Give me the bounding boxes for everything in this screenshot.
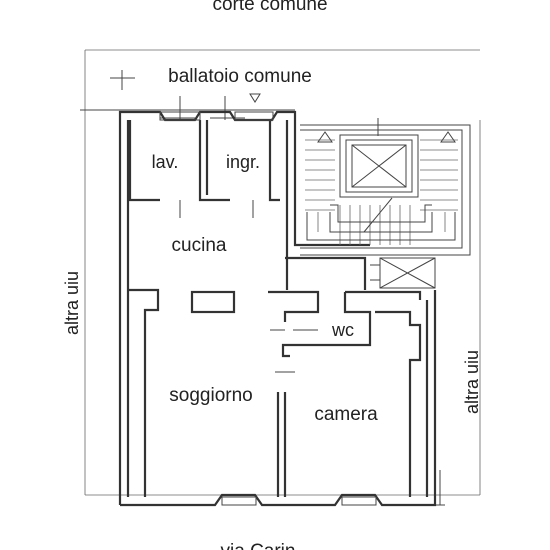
label-camera: camera xyxy=(314,404,378,425)
label-ballatoio: ballatoio comune xyxy=(168,66,312,87)
label-wc: wc xyxy=(331,320,354,340)
door-openings xyxy=(179,200,318,373)
windows xyxy=(159,111,377,506)
label-ingr: ingr. xyxy=(226,152,260,172)
elevator xyxy=(339,134,419,233)
label-bottom: via Carin xyxy=(221,541,296,550)
interior-walls xyxy=(128,120,422,497)
entrance-marker xyxy=(249,93,261,103)
outer-walls xyxy=(118,110,437,507)
site-lines xyxy=(80,49,481,506)
label-cucina: cucina xyxy=(172,235,227,256)
label-top: corte comune xyxy=(212,0,327,15)
shaft xyxy=(370,257,436,289)
label-right-neighbor: altra uiu xyxy=(462,350,482,414)
stairwell xyxy=(300,118,471,256)
label-soggiorno: soggiorno xyxy=(169,385,252,406)
label-lav: lav. xyxy=(152,152,179,172)
kitchen-counter xyxy=(190,290,236,314)
stair-treads xyxy=(305,139,458,245)
label-left-neighbor: altra uiu xyxy=(62,271,82,335)
